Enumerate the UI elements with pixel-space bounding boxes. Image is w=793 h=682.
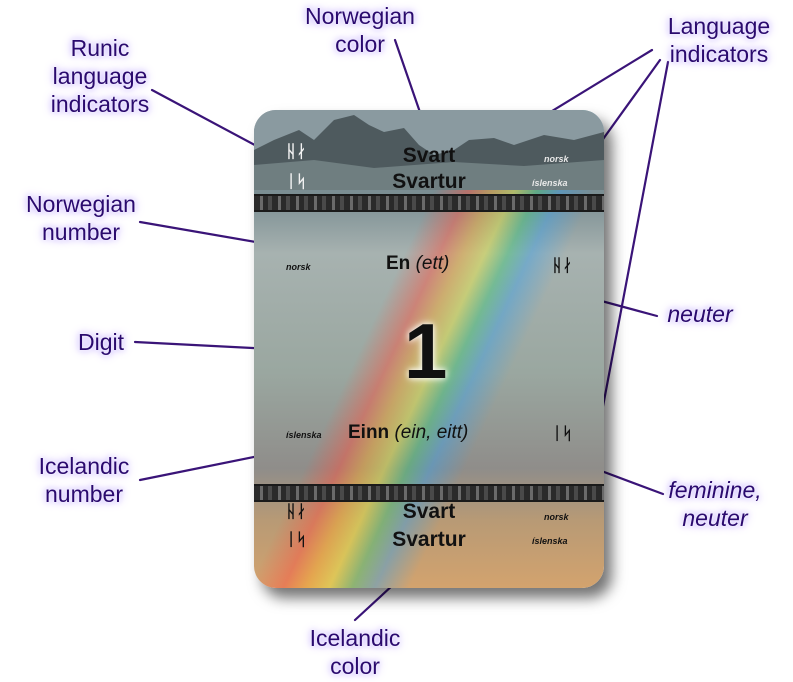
norwegian-number: En (ett) (386, 253, 449, 275)
label-norwegian-number: Norwegian number (26, 191, 136, 245)
label-neuter: neuter (667, 301, 733, 327)
icelandic-number: Einn (ein, eitt) (348, 422, 468, 444)
number-card: Svart Svartur ᚺᛅ ᛁᛋ norsk íslenska norsk… (254, 110, 604, 588)
top-ornament-band (254, 194, 604, 212)
lang-icelandic-bottom: íslenska (532, 536, 568, 546)
norwegian-number-word: En (386, 253, 411, 274)
rune-norwegian-top: ᚺᛅ (286, 142, 307, 161)
mountain-illustration (254, 110, 604, 190)
lang-norwegian-middle: norsk (286, 262, 311, 272)
label-digit: Digit (77, 329, 124, 355)
top-color-norwegian: Svart (402, 144, 456, 167)
norwegian-number-alt: (ett) (415, 253, 450, 274)
bottom-color-icelandic: Svartur (392, 528, 466, 551)
icelandic-number-alt: (ein, eitt) (394, 422, 469, 443)
digit: 1 (404, 307, 448, 395)
label-icelandic-color: Icelandic color (309, 625, 401, 679)
bottom-color-norwegian: Svart (402, 500, 456, 523)
lang-norwegian-bottom: norsk (544, 512, 569, 522)
label-language-indicators: Language indicators (667, 13, 771, 67)
label-feminine-neuter: feminine, neuter (668, 477, 762, 531)
lang-icelandic-middle: íslenska (286, 430, 322, 440)
label-icelandic-number: Icelandic number (38, 453, 130, 507)
bottom-ornament-band (254, 484, 604, 502)
label-runic-language-indicators: Runic language indicators (50, 35, 150, 117)
lang-norwegian-top: norsk (544, 154, 569, 164)
rune-icelandic-top: ᛁᛋ (286, 172, 307, 191)
icelandic-number-word: Einn (348, 422, 390, 443)
label-norwegian-color: Norwegian color (305, 3, 415, 57)
top-color-icelandic: Svartur (392, 170, 466, 193)
rune-norwegian-middle: ᚺᛅ (552, 256, 573, 275)
rune-icelandic-bottom: ᛁᛋ (286, 530, 307, 549)
rune-icelandic-middle: ᛁᛋ (552, 424, 573, 443)
rune-norwegian-bottom: ᚺᛅ (286, 502, 307, 521)
lang-icelandic-top: íslenska (532, 178, 568, 188)
